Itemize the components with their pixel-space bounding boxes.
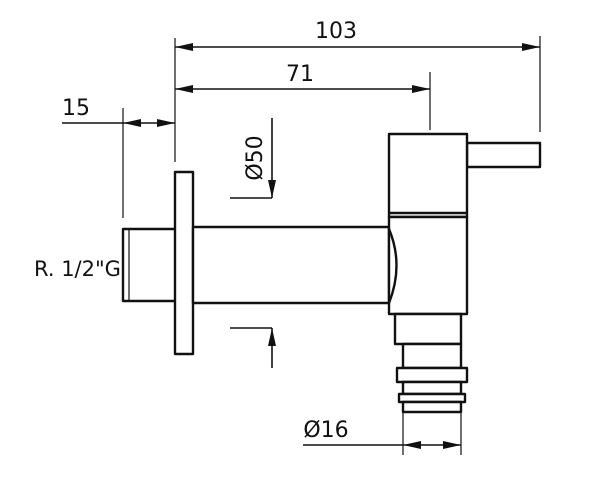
- dimension-thread-text: 15: [62, 96, 90, 121]
- thread-label: R. 1/2"G.: [34, 257, 128, 281]
- spout-tube: [191, 225, 391, 305]
- valve-body-upper: [387, 132, 469, 219]
- dimension-thread: 15: [62, 96, 175, 127]
- hose-connector-tip: [401, 400, 463, 414]
- hose-connector-upper: [401, 342, 463, 370]
- dimension-spout: 71: [175, 62, 430, 93]
- dimension-body-diameter-text: Ø50: [243, 135, 268, 180]
- extension-lines: [122, 36, 541, 455]
- dimension-body-diameter: Ø50: [230, 118, 276, 368]
- hose-connector-ring: [401, 380, 463, 396]
- body-transition-curve: [387, 228, 398, 304]
- dimension-overall-text: 103: [315, 19, 357, 44]
- threaded-inlet: [121, 227, 178, 303]
- outlet-neck: [393, 312, 463, 346]
- dimension-outlet-diameter: Ø16: [303, 418, 461, 449]
- faucet-body: [121, 132, 542, 414]
- lever-handle: [465, 141, 542, 169]
- dimension-outlet-diameter-text: Ø16: [303, 418, 348, 443]
- hose-connector-collar: [395, 366, 469, 384]
- wall-flange: [173, 170, 195, 356]
- dimension-spout-text: 71: [286, 62, 314, 87]
- dimension-overall: 103: [175, 19, 540, 51]
- valve-body-lower: [387, 215, 469, 316]
